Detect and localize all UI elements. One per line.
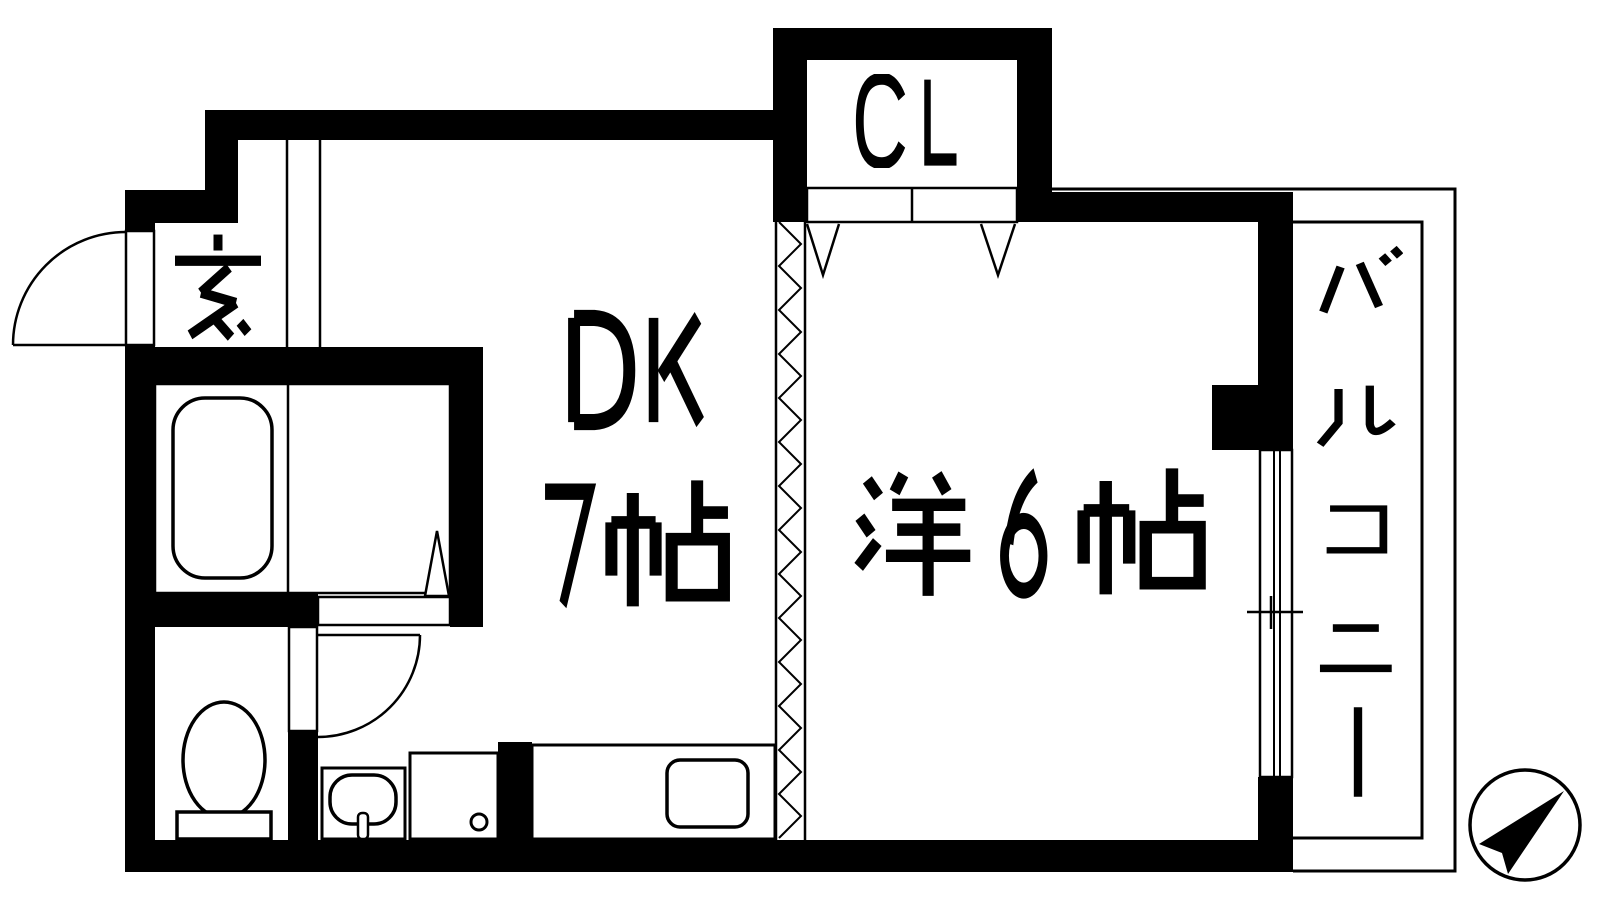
kana-ko-glyph (1327, 509, 1384, 551)
kanji-jo-glyph (1084, 468, 1204, 594)
kanji-jo-glyph (611, 480, 728, 606)
sliding-window-icon (1247, 448, 1303, 779)
kana-ni-glyph (1320, 628, 1392, 668)
room-size-dk: 7帖 (545, 480, 728, 606)
zigzag-partition-icon (774, 221, 807, 840)
wall-western-top (1017, 192, 1293, 222)
room-label-balcony: バルコニー (1320, 249, 1400, 797)
bathroom-folding-door-icon (423, 530, 451, 598)
wall-toilet-partition (288, 731, 318, 843)
wall-balcony-pilaster (1212, 385, 1293, 450)
wall-bathroom-right (450, 347, 483, 627)
room-label-genkan: 玄 (175, 235, 261, 338)
kana-ru-glyph (1320, 386, 1393, 445)
kanji-you-glyph (859, 474, 971, 595)
wall-bottom (125, 840, 1293, 872)
letter-D-glyph (574, 318, 629, 422)
wall-left-lower (125, 345, 155, 872)
wall-left-upper (125, 190, 155, 232)
wall-kitchen-divider (498, 742, 532, 843)
wall-closet-top (773, 28, 1052, 60)
toilet-door (287, 625, 319, 733)
kitchen-sink-icon (665, 758, 750, 829)
wall-closet-left (773, 28, 807, 222)
entrance-door-arc-icon (11, 229, 156, 347)
walls (125, 28, 1293, 872)
genkan-partition-lines (285, 140, 322, 352)
bathroom-door-opening (316, 595, 452, 627)
north-arrow-compass-icon (1468, 768, 1582, 882)
digit-6-glyph (1005, 475, 1043, 590)
kana-ba-glyph (1323, 249, 1400, 312)
bathroom-unit (153, 382, 452, 627)
wall-bathroom-bottom (155, 593, 318, 627)
letter-L-glyph (928, 80, 957, 160)
swing-door-arc-icon (317, 633, 422, 739)
letter-C-glyph (860, 79, 902, 164)
room-label-closet: CL (860, 79, 957, 164)
room-label-western: 洋6帖 (859, 468, 1204, 595)
digit-7-glyph (545, 492, 590, 605)
washing-machine-pan-icon (408, 751, 500, 841)
wall-genkan-bottom (125, 347, 483, 384)
letter-K-glyph (654, 318, 701, 422)
wall-balcony-lower (1258, 777, 1293, 872)
closet-sliding-doors-icon (805, 186, 1019, 280)
kitchen-counter-icon (530, 743, 777, 841)
room-label-dk: DK (574, 318, 700, 422)
balcony-outline (1017, 187, 1457, 873)
toilet-icon (175, 700, 273, 841)
bathtub-icon (171, 396, 274, 580)
wall-top (205, 110, 775, 140)
washbasin-icon (320, 766, 407, 841)
kanji-gen-glyph (175, 235, 261, 338)
